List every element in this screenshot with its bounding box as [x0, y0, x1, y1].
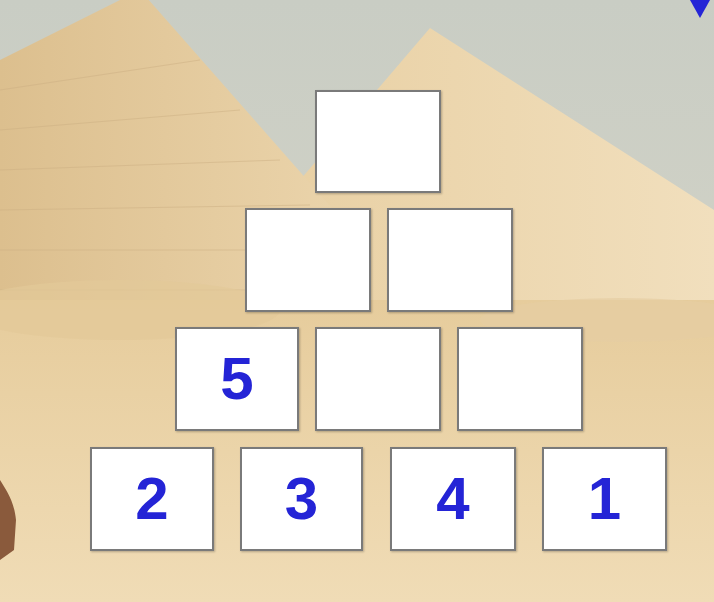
empty-box — [387, 208, 513, 312]
pyramid-number: 4 — [436, 469, 469, 529]
empty-box — [315, 327, 441, 431]
empty-box — [457, 327, 583, 431]
pyramid-number: 2 — [135, 469, 168, 529]
empty-box — [245, 208, 371, 312]
empty-box — [315, 90, 441, 193]
number-box: 2 — [90, 447, 214, 551]
number-box: 1 — [542, 447, 667, 551]
pyramid-number: 3 — [285, 469, 318, 529]
number-box: 3 — [240, 447, 363, 551]
number-box: 4 — [390, 447, 516, 551]
pyramid-number: 5 — [220, 349, 253, 409]
number-box: 5 — [175, 327, 299, 431]
pyramid-number: 1 — [588, 469, 621, 529]
